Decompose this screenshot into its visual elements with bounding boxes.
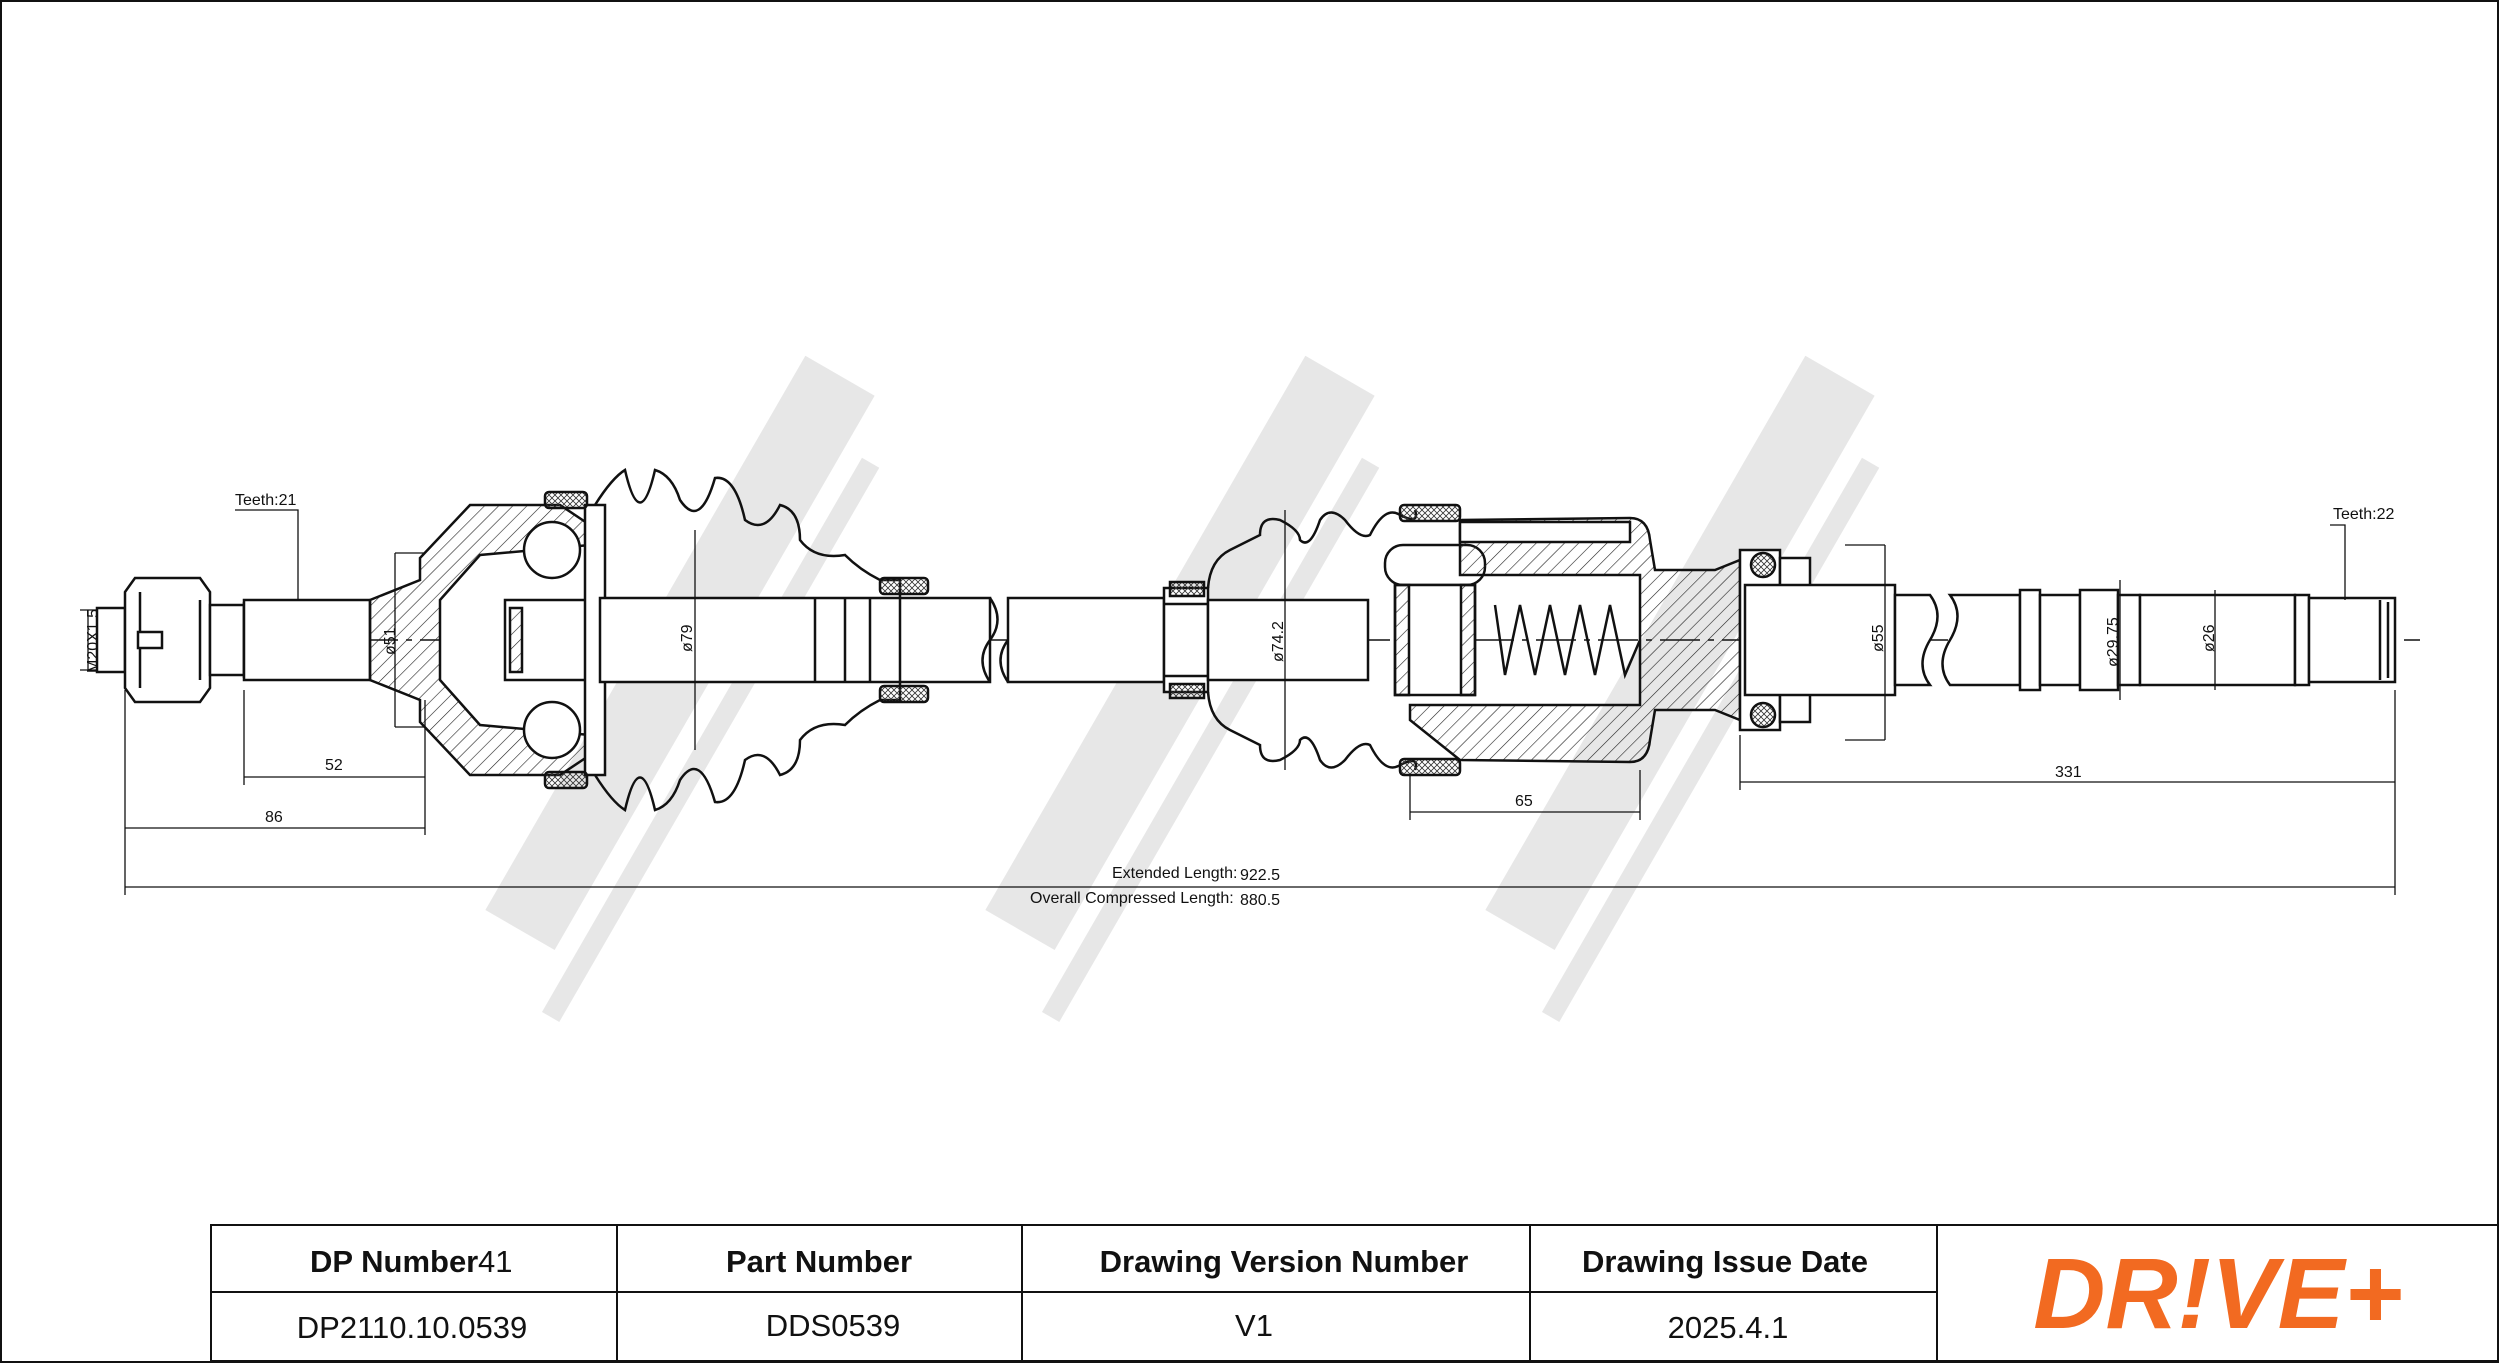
part-number-header: Part Number bbox=[726, 1244, 912, 1279]
part-number-value: DDS0539 bbox=[766, 1308, 900, 1343]
dp-number-value: DP2110.10.0539 bbox=[297, 1310, 527, 1345]
drawing-issue-date-header: Drawing Issue Date bbox=[1582, 1244, 1868, 1279]
dia-51-label: ø51 bbox=[382, 627, 399, 655]
extended-length-value: 922.5 bbox=[1240, 867, 1280, 884]
cv-ball-bottom bbox=[522, 700, 582, 760]
inner-tripod-joint bbox=[1206, 503, 1939, 777]
title-block bbox=[210, 1224, 2499, 1362]
outer-cv-joint bbox=[95, 468, 930, 812]
shaft-section-inner bbox=[1206, 598, 1370, 682]
len-52-label: 52 bbox=[325, 757, 343, 774]
teeth-left-label: Teeth:21 bbox=[235, 492, 296, 509]
svg-text:DR!VE+: DR!VE+ bbox=[2033, 1238, 2403, 1350]
stub-break-left bbox=[1893, 593, 1939, 687]
dp-number-header: DP Number bbox=[310, 1244, 478, 1279]
dia-55-label: ø55 bbox=[1870, 624, 1887, 652]
boot-clamp-shaft-top bbox=[878, 576, 930, 596]
boot-clamp-outer-top bbox=[543, 490, 589, 510]
compressed-length-label: Overall Compressed Length: bbox=[1030, 890, 1234, 907]
drawing-issue-date-value: 2025.4.1 bbox=[1668, 1310, 1789, 1345]
drive-plus-logo: DR!VE+ bbox=[2033, 1238, 2403, 1350]
teeth-right-label: Teeth:22 bbox=[2333, 506, 2394, 523]
main-shaft bbox=[598, 580, 1370, 700]
outer-boot-top bbox=[593, 468, 902, 598]
hub-nut bbox=[123, 576, 212, 704]
inner-boot-clamp-top bbox=[1398, 503, 1462, 523]
dia-26-label: ø26 bbox=[2201, 624, 2218, 652]
dia-79-label: ø79 bbox=[679, 624, 696, 652]
inner-boot-clamp-bottom bbox=[1398, 757, 1462, 777]
tulip-housing bbox=[1408, 516, 1742, 764]
stub-break-right bbox=[1941, 593, 2022, 687]
thread-tip bbox=[95, 606, 127, 674]
shaft-section-middle bbox=[1006, 596, 1166, 684]
gearbox-stub bbox=[1743, 583, 1897, 697]
right-splined-stub bbox=[1941, 588, 2397, 692]
shaft-section-outer bbox=[598, 596, 992, 684]
outer-boot-bottom bbox=[593, 682, 902, 812]
inner-boot-bottom bbox=[1206, 691, 1418, 771]
stub-shaft bbox=[242, 598, 372, 682]
boot-clamp-shaft-bottom bbox=[878, 684, 930, 704]
bearing-ball-bottom bbox=[1749, 701, 1777, 729]
len-86-label: 86 bbox=[265, 809, 283, 826]
len-331-label: 331 bbox=[2055, 764, 2082, 781]
dia-74-2-label: ø74.2 bbox=[1270, 621, 1287, 662]
drawing-version-header: Drawing Version Number bbox=[1100, 1244, 1469, 1279]
inner-boot-top bbox=[1206, 509, 1418, 589]
compressed-length-value: 880.5 bbox=[1240, 892, 1280, 909]
thread-spec-label: M20X1.5 bbox=[85, 609, 102, 673]
shaft-break-left bbox=[981, 597, 999, 683]
extended-length-label: Extended Length: bbox=[1112, 865, 1237, 882]
len-65-label: 65 bbox=[1515, 793, 1533, 810]
boot-clamp-outer-bottom bbox=[543, 770, 589, 790]
cv-ball-top bbox=[522, 520, 582, 580]
splined-stub bbox=[208, 603, 246, 677]
dp-number-count: 41 bbox=[478, 1244, 512, 1279]
plunge-spring bbox=[1493, 604, 1642, 680]
splined-end bbox=[2307, 596, 2397, 684]
drawing-version-value: V1 bbox=[1235, 1308, 1273, 1343]
dimension-lines bbox=[80, 509, 2396, 895]
dia-29-75-label: ø29.75 bbox=[2105, 617, 2122, 667]
bearing-ball-top bbox=[1749, 551, 1777, 579]
